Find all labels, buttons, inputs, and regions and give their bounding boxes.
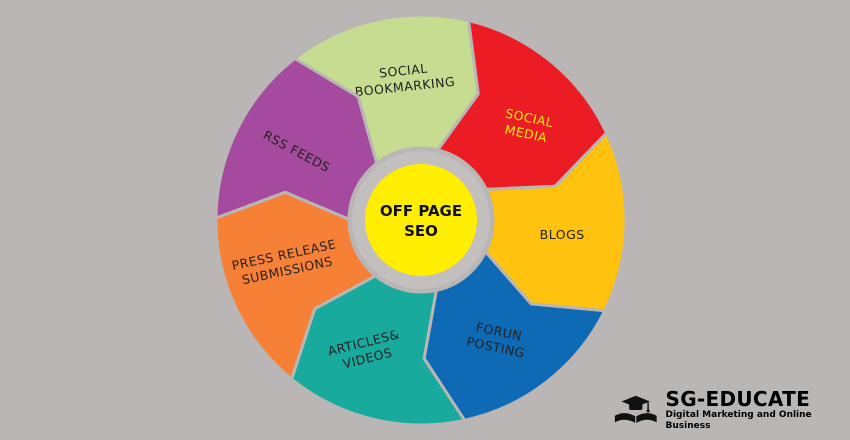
brand-name: SG-EDUCATE <box>665 387 811 411</box>
brand-logo-block: SG-EDUCATE Digital Marketing and Online … <box>612 388 850 432</box>
segment-label-blogs: BLOGS <box>540 227 585 242</box>
graduation-cap-book-icon <box>614 395 657 424</box>
segment-arrow-forun-posting <box>422 250 607 422</box>
center-label-line-1: OFF PAGE <box>380 202 462 220</box>
center-label-line-2: SEO <box>404 222 438 240</box>
segment-label-line: SOCIAL <box>378 61 428 81</box>
segment-arrow-articles-videos <box>290 274 467 427</box>
segment-label-line: BLOGS <box>540 227 585 242</box>
segment-arrow-social-media <box>436 19 609 191</box>
segment-arrow-rss-feeds <box>214 57 379 221</box>
segment-arrow-social-bookmarking <box>293 13 480 165</box>
center-hub: OFF PAGE SEO <box>352 151 490 289</box>
brand-tagline: Digital Marketing and Online Business <box>665 410 812 431</box>
segment-arrow-press-release-submissions <box>214 190 377 381</box>
center-hub-circle <box>365 164 477 276</box>
segment-arrow-blogs <box>484 131 628 313</box>
segments-layer: SOCIALBOOKMARKINGSOCIALMEDIABLOGSFORUNPO… <box>214 13 628 427</box>
